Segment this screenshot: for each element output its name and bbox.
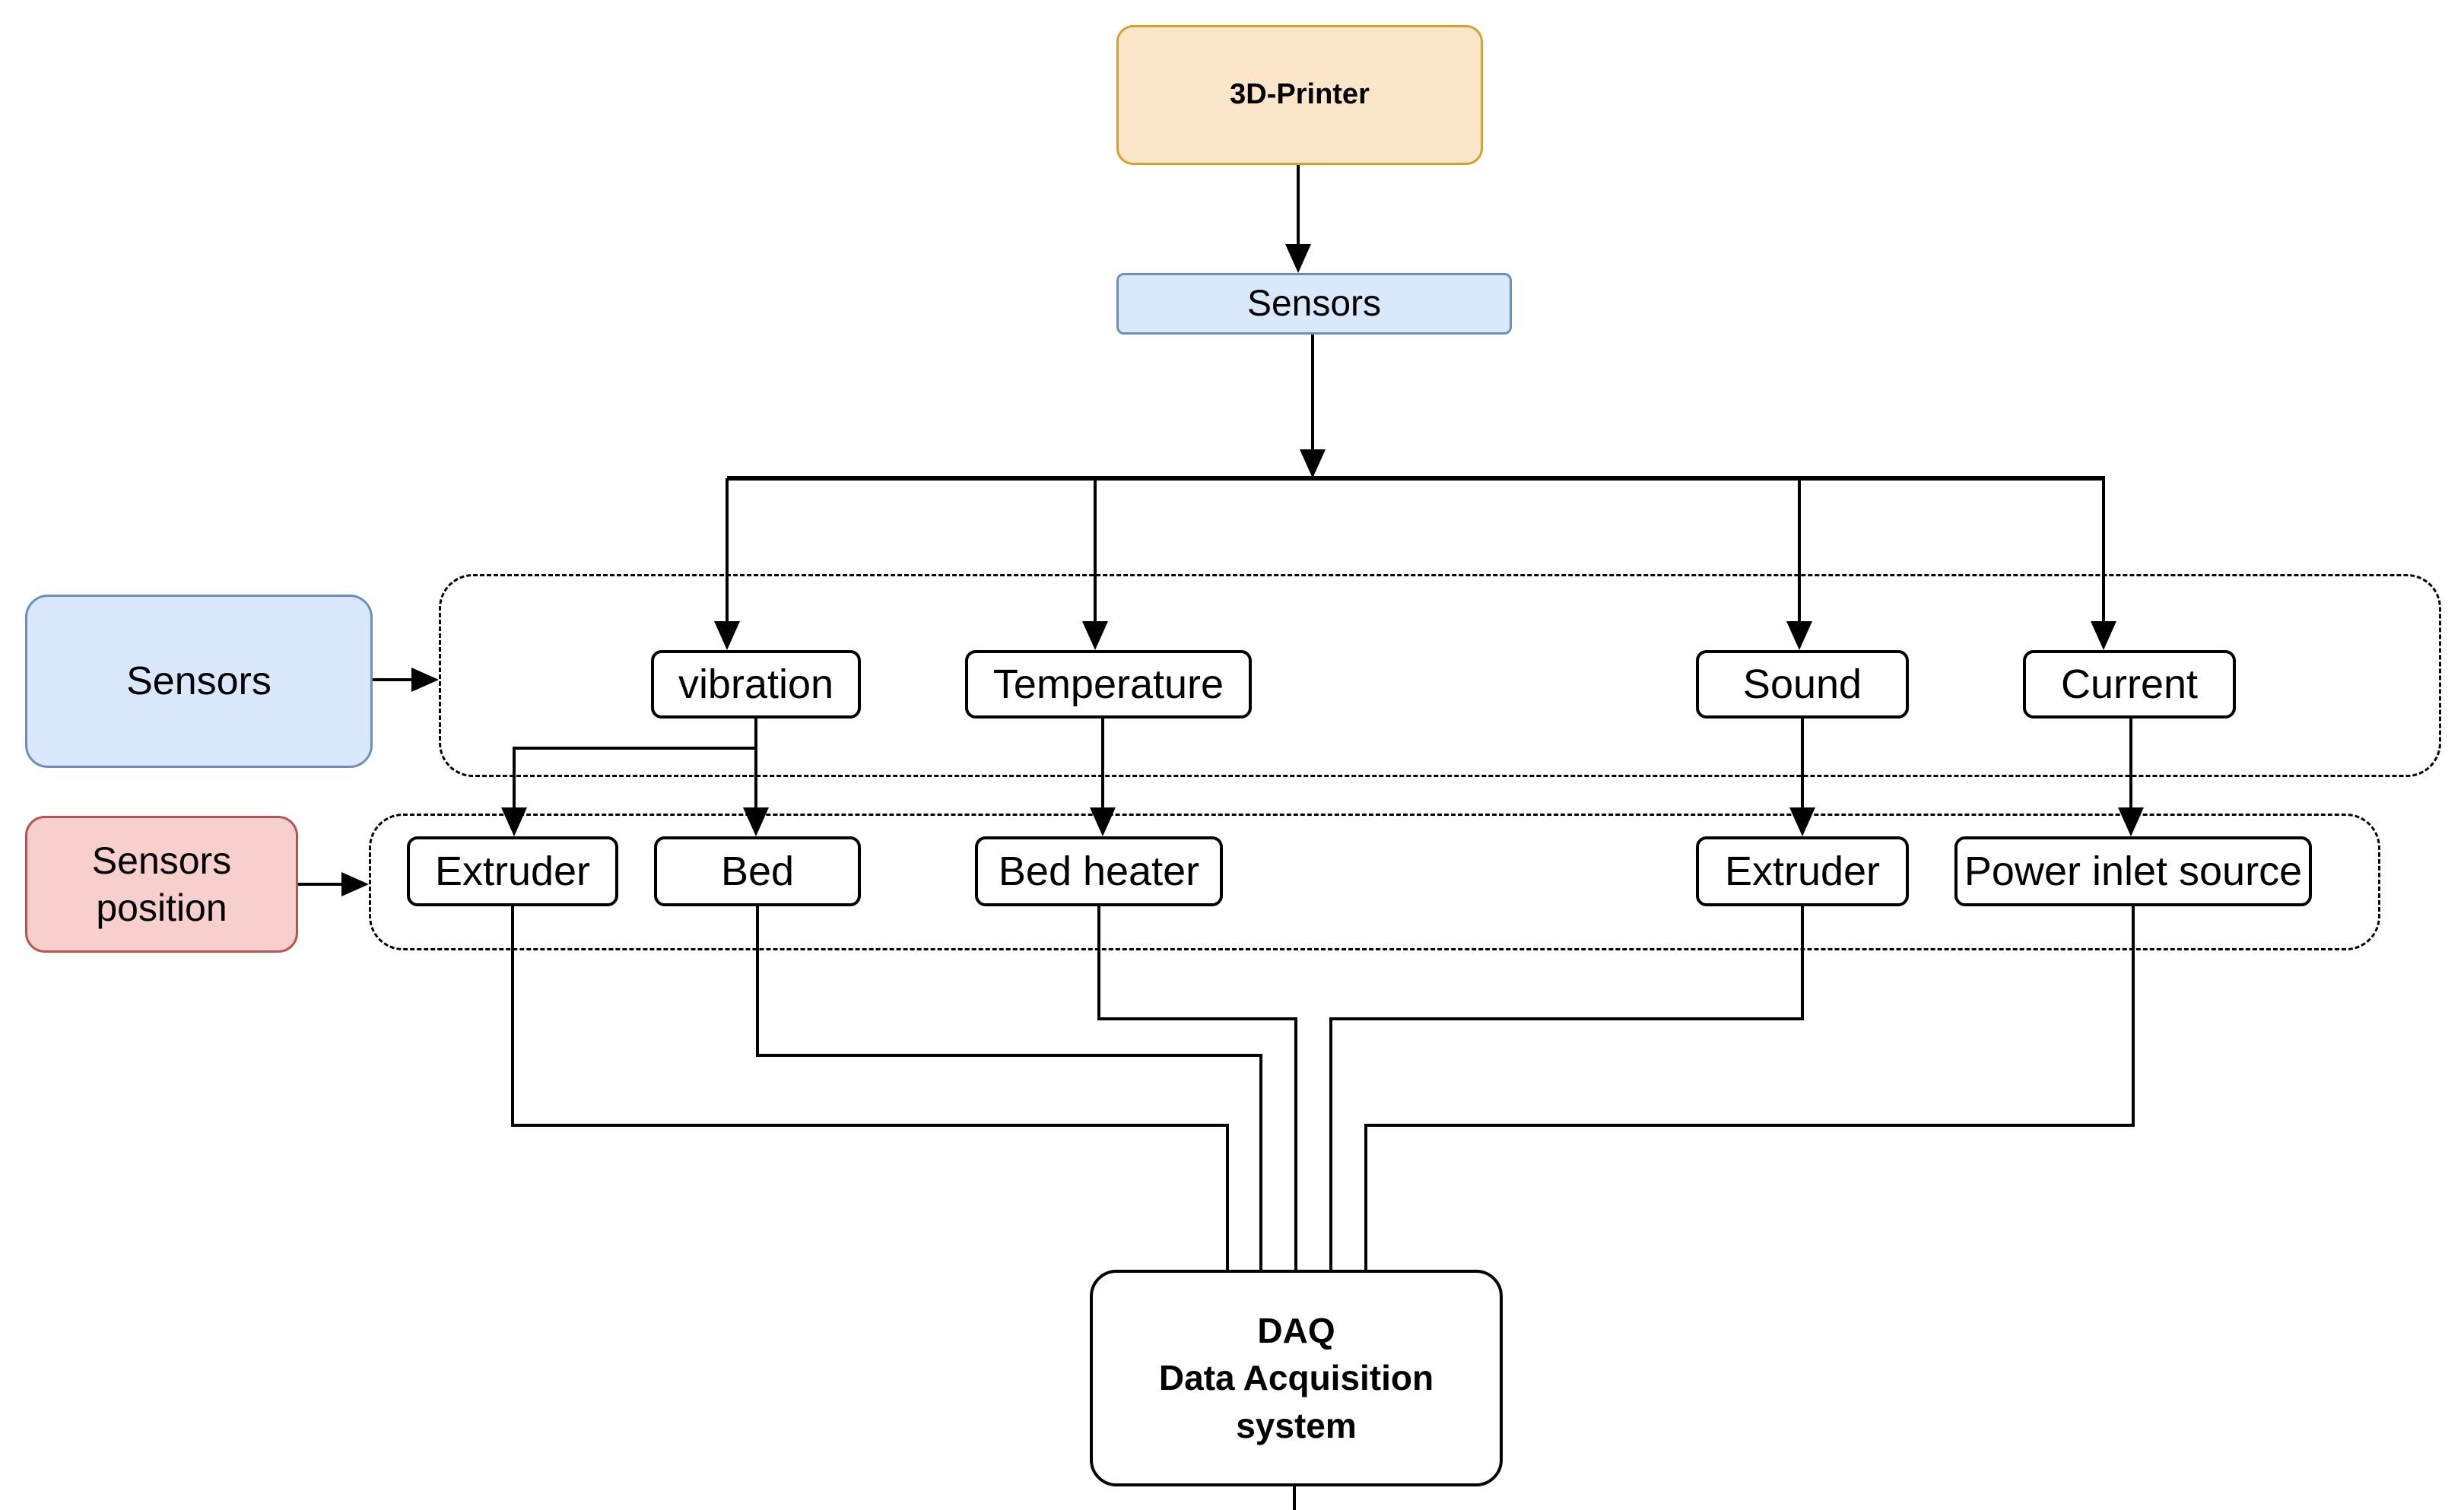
edge-vibration-extruder — [513, 747, 516, 811]
edge-extruder2-daq-h — [1329, 1017, 1804, 1020]
node-vibration: vibration — [651, 650, 861, 719]
arrowhead-into-extruder-right — [1789, 807, 1815, 836]
edge-to-temperature — [1094, 478, 1097, 624]
arrowhead-sensors-legend — [411, 668, 439, 692]
node-3d-printer: 3D-Printer — [1116, 25, 1483, 165]
edge-bed-daq-v1 — [756, 906, 759, 1057]
arrowhead-into-temperature — [1082, 621, 1108, 650]
edge-to-vibration — [726, 478, 729, 624]
edge-extruder2-daq-v1 — [1801, 906, 1804, 1020]
edge-powerinlet-daq-v1 — [2132, 906, 2135, 1127]
edge-sound-extruder — [1801, 719, 1804, 811]
arrowhead-into-sensors — [1285, 244, 1311, 273]
container-sensors-group — [439, 574, 2441, 777]
node-bed-heater: Bed heater — [975, 836, 1223, 906]
edge-vibration-split-h — [513, 747, 757, 750]
edge-vibration-bed — [754, 719, 757, 811]
node-extruder-vibration: Extruder — [407, 836, 618, 906]
node-sound: Sound — [1696, 650, 1909, 719]
edge-to-sound — [1798, 478, 1801, 624]
daq-line-1: DAQ — [1257, 1311, 1335, 1351]
legend-sensors: Sensors — [25, 595, 373, 768]
node-bed: Bed — [654, 836, 861, 906]
daq-line-3: system — [1236, 1405, 1357, 1445]
node-power-inlet-source: Power inlet source — [1954, 836, 2312, 906]
arrowhead-into-bedheater — [1090, 807, 1116, 836]
edge-sensors-distribution — [1311, 335, 1314, 451]
daq-line-2: Data Acquisition — [1158, 1358, 1434, 1398]
arrowhead-into-bed — [743, 807, 769, 836]
container-sensor-positions-group — [369, 814, 2380, 950]
edge-bed-daq-v2 — [1259, 1054, 1262, 1273]
edge-bedheater-daq-v2 — [1294, 1017, 1297, 1273]
edge-position-legend — [298, 883, 345, 886]
node-sensors: Sensors — [1116, 273, 1512, 335]
arrowhead-into-powerinlet — [2118, 807, 2144, 836]
edge-extruder1-daq-h — [511, 1124, 1229, 1127]
arrowhead-into-distribution-line — [1300, 449, 1326, 478]
edge-bed-daq-h — [756, 1054, 1262, 1057]
edge-powerinlet-daq-v2 — [1364, 1124, 1367, 1273]
edge-extruder1-daq-v2 — [1226, 1124, 1229, 1273]
arrowhead-into-extruder-left — [501, 807, 527, 836]
node-daq: DAQ Data Acquisition system — [1090, 1270, 1503, 1486]
edge-printer-sensors — [1297, 165, 1300, 250]
arrowhead-position-legend — [341, 872, 369, 896]
arrowhead-into-vibration — [714, 621, 740, 650]
edge-daq-output — [1293, 1486, 1296, 1510]
edge-extruder2-daq-v2 — [1329, 1017, 1332, 1273]
edge-sensors-legend — [373, 678, 414, 681]
node-temperature: Temperature — [965, 650, 1252, 719]
edge-current-powerinlet — [2129, 719, 2132, 811]
edge-bedheater-daq-h — [1097, 1017, 1297, 1020]
edge-powerinlet-daq-h — [1364, 1124, 2135, 1127]
node-extruder-sound: Extruder — [1696, 836, 1909, 906]
distribution-line — [727, 476, 2105, 481]
arrowhead-into-current — [2091, 621, 2116, 650]
edge-extruder1-daq-v1 — [511, 906, 514, 1127]
edge-to-current — [2102, 478, 2105, 624]
arrowhead-into-sound — [1786, 621, 1812, 650]
edge-bedheater-daq-v1 — [1097, 906, 1100, 1020]
node-current: Current — [2023, 650, 2236, 719]
legend-sensors-position: Sensors position — [25, 816, 298, 953]
edge-temperature-bedheater — [1101, 719, 1104, 811]
